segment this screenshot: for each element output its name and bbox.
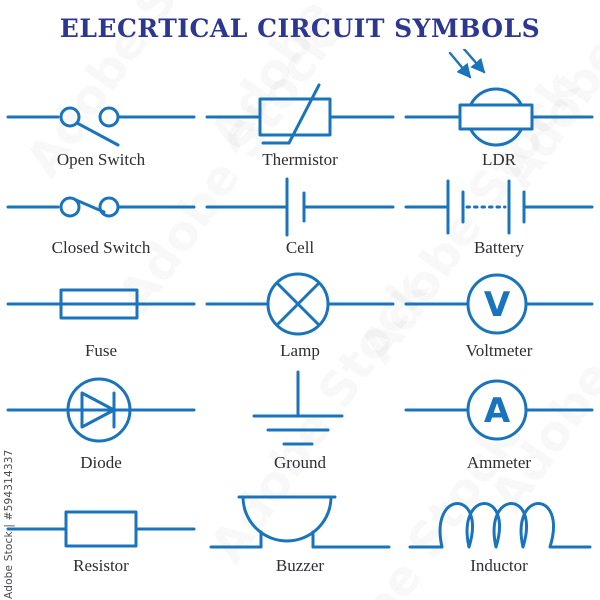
thermistor-icon — [205, 83, 395, 145]
buzzer-icon — [209, 495, 391, 549]
symbol-label: Diode — [80, 453, 122, 473]
ldr-icon — [404, 49, 594, 147]
cell-buzzer: Buzzer — [201, 479, 399, 576]
symbol-label: Voltmeter — [465, 340, 533, 360]
cell-ldr: LDR — [400, 49, 598, 170]
cell-ammeter: A Ammeter — [400, 366, 598, 473]
symbol-label: Thermistor — [262, 150, 338, 169]
cell-battery: Battery — [400, 175, 598, 258]
light-ray-arrow — [462, 49, 486, 74]
lamp-cross — [275, 281, 321, 327]
row-3: Fuse Lamp V Voltmeter — [0, 264, 600, 361]
symbol-label: Cell — [285, 238, 315, 258]
symbol-label: Inductor — [470, 555, 528, 575]
cell-cell: Cell — [201, 175, 399, 258]
lamp-icon — [205, 272, 395, 336]
row-2: Closed Switch Cell — [0, 175, 600, 258]
symbol-grid: Open Switch Thermistor — [0, 49, 600, 576]
page-title: ELECRTICAL CIRCUIT SYMBOLS — [59, 14, 541, 43]
watermark-stock-id: Adobe Stock | #594314337 — [3, 449, 15, 599]
row-4: Diode Ground A Ammeter — [0, 366, 600, 473]
ground-icon — [252, 370, 344, 446]
cell-inductor: Inductor — [400, 479, 598, 576]
symbol-label: Ammeter — [466, 453, 532, 473]
row-5: Resistor Buzzer Inductor — [0, 479, 600, 576]
thermistor-diagonal — [287, 83, 321, 145]
symbol-label: Open Switch — [56, 150, 146, 169]
ammeter-icon: A — [404, 379, 594, 441]
cell-ground: Ground — [201, 366, 399, 473]
symbol-label: Fuse — [84, 340, 118, 360]
symbol-label: Closed Switch — [51, 238, 151, 258]
voltmeter-icon: V — [404, 273, 594, 335]
open-switch-icon — [6, 106, 196, 147]
light-ray-arrow — [448, 51, 472, 79]
closed-switch-icon — [6, 196, 196, 218]
buzzer-dome — [241, 495, 333, 543]
cell-thermistor: Thermistor — [201, 49, 399, 170]
cell-voltmeter: V Voltmeter — [400, 264, 598, 361]
battery-icon — [404, 179, 594, 235]
ammeter-letter: A — [484, 391, 511, 431]
symbol-label: Lamp — [280, 340, 320, 360]
symbol-label: Resistor — [73, 555, 129, 575]
inductor-icon — [408, 501, 592, 549]
switch-blade-open — [75, 121, 120, 147]
symbol-label: Ground — [274, 453, 326, 473]
symbol-label: LDR — [482, 150, 516, 169]
cell-icon — [205, 177, 395, 237]
symbol-label: Battery — [473, 238, 525, 258]
cell-open-switch: Open Switch — [2, 49, 200, 170]
inductor-coil — [408, 501, 592, 549]
cell-diode: Diode — [2, 366, 200, 473]
resistor-icon — [6, 510, 196, 548]
cell-resistor: Resistor — [2, 479, 200, 576]
cell-fuse: Fuse — [2, 264, 200, 361]
cell-lamp: Lamp — [201, 264, 399, 361]
diode-triangle — [80, 391, 116, 429]
diode-icon — [6, 377, 196, 443]
fuse-icon — [6, 288, 196, 320]
voltmeter-letter: V — [484, 285, 511, 325]
row-1: Open Switch Thermistor — [0, 49, 600, 170]
symbol-label: Buzzer — [275, 555, 325, 575]
cell-closed-switch: Closed Switch — [2, 175, 200, 258]
